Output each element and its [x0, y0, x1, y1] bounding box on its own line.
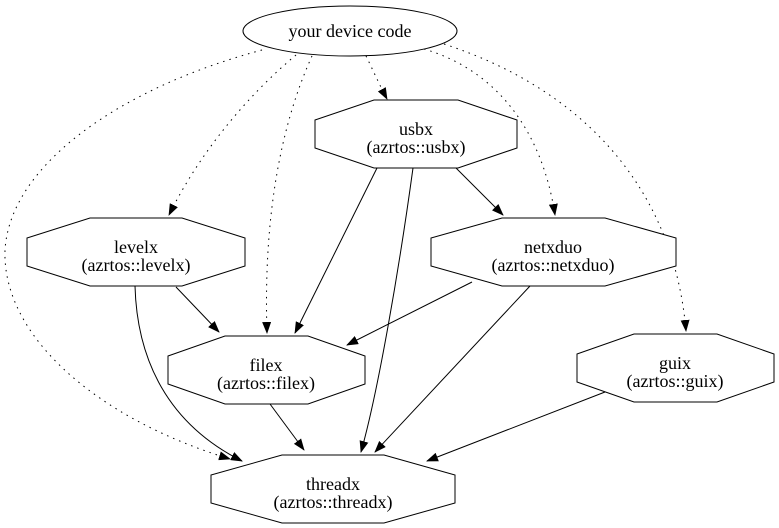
node-filex: filex (azrtos::filex): [167, 335, 366, 405]
edge-netxduo-filex: [346, 281, 473, 346]
edge-device-usbx: [365, 55, 388, 100]
edge-levelx-threadx: [134, 285, 243, 462]
node-levelx-sublabel: (azrtos::levelx): [82, 255, 191, 276]
octagon-shape: [576, 333, 775, 403]
octagon-shape: [314, 99, 518, 169]
edge-device-levelx: [168, 54, 297, 216]
node-guix: guix (azrtos::guix): [576, 333, 775, 403]
node-netxduo: netxduo (azrtos::netxduo): [430, 217, 677, 287]
node-netxduo-label: netxduo: [524, 237, 582, 257]
octagon-shape: [167, 335, 366, 405]
node-guix-sublabel: (azrtos::guix): [627, 371, 724, 392]
node-threadx: threadx (azrtos::threadx): [210, 454, 456, 524]
edge-device-filex: [262, 55, 313, 334]
octagon-shape: [210, 454, 456, 524]
edge-usbx-filex: [294, 167, 378, 334]
ellipse-shape: [242, 5, 458, 57]
octagon-shape: [26, 217, 246, 287]
node-device-label: your device code: [289, 21, 412, 41]
edge-usbx-threadx: [359, 167, 414, 453]
node-device: your device code: [242, 5, 458, 57]
octagon-shape: [430, 217, 677, 287]
node-netxduo-sublabel: (azrtos::netxduo): [492, 255, 615, 276]
edge-levelx-filex: [175, 286, 220, 333]
node-usbx-label: usbx: [399, 119, 433, 139]
node-threadx-sublabel: (azrtos::threadx): [274, 492, 393, 513]
node-levelx-label: levelx: [114, 237, 158, 257]
edge-filex-threadx: [269, 403, 305, 451]
edge-device-guix: [443, 43, 690, 332]
edge-netxduo-threadx: [374, 285, 531, 453]
node-guix-label: guix: [659, 353, 691, 373]
edge-usbx-netxduo: [455, 167, 504, 216]
node-filex-sublabel: (azrtos::filex): [217, 373, 315, 394]
node-usbx: usbx (azrtos::usbx): [314, 99, 518, 169]
edge-guix-threadx: [426, 391, 606, 462]
node-usbx-sublabel: (azrtos::usbx): [367, 137, 466, 158]
node-threadx-label: threadx: [306, 474, 360, 494]
node-levelx: levelx (azrtos::levelx): [26, 217, 246, 287]
node-filex-label: filex: [250, 355, 283, 375]
